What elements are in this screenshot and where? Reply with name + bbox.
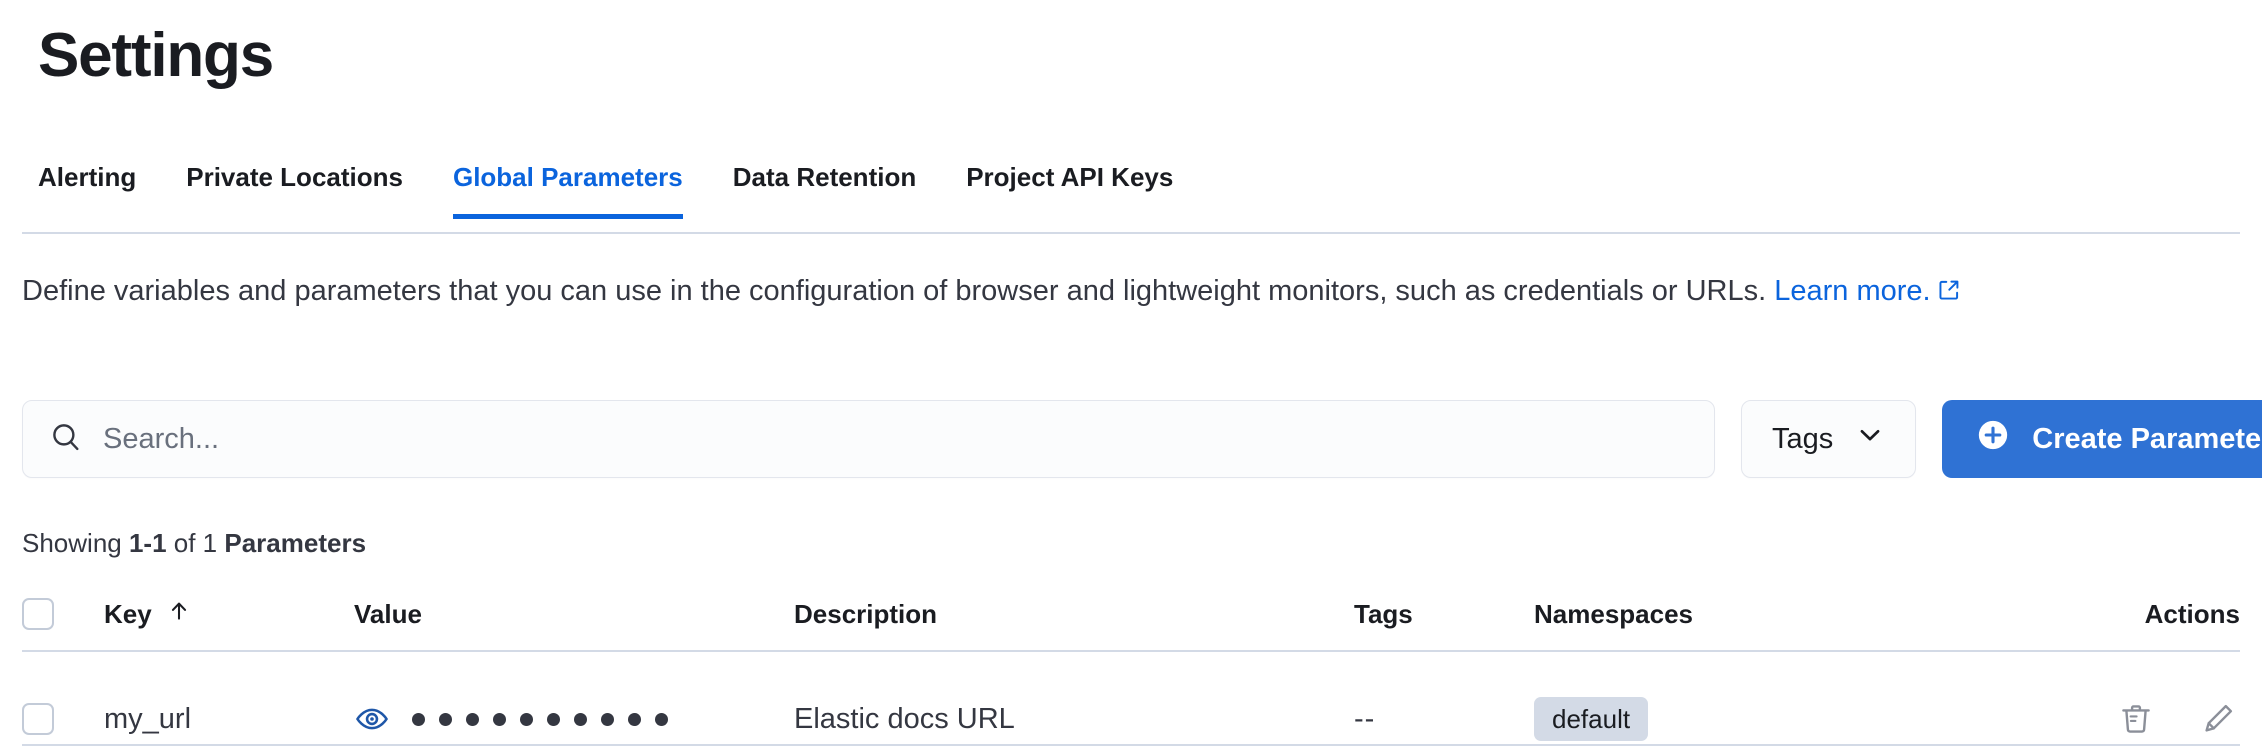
mask-dot (574, 712, 587, 726)
tab-global-parameters[interactable]: Global Parameters (452, 163, 683, 219)
column-header-value[interactable]: Value (354, 578, 794, 650)
mask-dot (520, 712, 533, 726)
create-parameter-button[interactable]: Create Parameter (1942, 400, 2262, 478)
table-row-divider (22, 744, 2240, 746)
trash-icon[interactable] (2114, 697, 2158, 741)
column-header-actions: Actions (2020, 578, 2240, 650)
learn-more-label: Learn more. (1774, 275, 1931, 307)
column-header-namespaces-label: Namespaces (1534, 598, 1693, 629)
column-header-key-label: Key (104, 598, 152, 629)
column-header-description[interactable]: Description (794, 578, 1334, 650)
row-value-masked (412, 712, 668, 726)
mask-dot (412, 712, 425, 726)
status-badge[interactable]: default (1534, 697, 1649, 741)
search-input[interactable] (103, 422, 1688, 456)
search-icon (49, 420, 83, 459)
showing-entity: Parameters (224, 528, 367, 558)
column-header-namespaces[interactable]: Namespaces (1534, 578, 2034, 650)
row-actions-cell (2020, 672, 2240, 754)
column-header-actions-label: Actions (2144, 598, 2240, 629)
row-description-cell: Elastic docs URL (794, 672, 1334, 754)
tab-alerting[interactable]: Alerting (38, 162, 137, 192)
mask-dot (439, 712, 452, 726)
tab-data-retention[interactable]: Data Retention (732, 162, 917, 192)
column-header-key[interactable]: Key (104, 578, 354, 650)
controls-row: Tags Create Parameter (22, 400, 2262, 478)
column-header-tags-label: Tags (1354, 598, 1413, 629)
row-key-value: my_url (104, 702, 192, 735)
create-parameter-label: Create Parameter (2032, 422, 2262, 455)
external-link-icon (1937, 272, 1961, 315)
table-row: my_url (22, 672, 2240, 754)
search-box[interactable] (22, 400, 1715, 478)
row-select-cell (22, 672, 78, 754)
select-all-cell (22, 578, 78, 650)
column-header-tags[interactable]: Tags (1354, 578, 1534, 650)
showing-range: 1-1 (128, 528, 167, 558)
mask-dot (493, 712, 506, 726)
table-header-row: Key Value Description Tags Namespaces (22, 578, 2240, 650)
table-header-divider (22, 650, 2240, 652)
mask-dot (466, 712, 479, 726)
description-body: Define variables and parameters that you… (22, 275, 1767, 307)
tags-filter-label: Tags (1772, 422, 1834, 455)
row-tags-cell: -- (1354, 672, 1534, 754)
mask-dot (547, 712, 560, 726)
mask-dot (628, 712, 641, 726)
showing-count: Showing 1-1 of 1 Parameters (22, 528, 366, 559)
tab-private-locations[interactable]: Private Locations (186, 162, 403, 192)
row-select-checkbox[interactable] (22, 703, 54, 735)
row-tags-value: -- (1354, 702, 1376, 735)
tags-filter-button[interactable]: Tags (1741, 400, 1917, 478)
row-key-cell: my_url (104, 672, 354, 754)
tab-project-api-keys[interactable]: Project API Keys (966, 162, 1174, 192)
arrow-up-icon (166, 598, 192, 631)
tabs-divider (22, 232, 2240, 234)
showing-middle: of 1 (166, 528, 225, 558)
mask-dot (655, 712, 668, 726)
select-all-checkbox[interactable] (22, 598, 54, 630)
eye-icon[interactable] (354, 701, 390, 737)
learn-more-link[interactable]: Learn more. (1774, 275, 1930, 307)
row-namespaces-cell: default (1534, 672, 2034, 754)
parameters-table: Key Value Description Tags Namespaces (22, 578, 2240, 754)
column-header-description-label: Description (794, 598, 938, 629)
chevron-down-icon (1855, 420, 1885, 458)
showing-prefix: Showing (22, 528, 129, 558)
row-value-cell (354, 672, 794, 754)
settings-tabs: Alerting Private Locations Global Parame… (38, 163, 1173, 219)
row-description-value: Elastic docs URL (794, 702, 1015, 735)
page-title: Settings (38, 21, 274, 90)
column-header-value-label: Value (354, 598, 422, 629)
description-text: Define variables and parameters that you… (22, 270, 2202, 315)
plus-circle-icon (1976, 418, 2010, 460)
mask-dot (601, 712, 614, 726)
pencil-icon[interactable] (2196, 697, 2240, 741)
